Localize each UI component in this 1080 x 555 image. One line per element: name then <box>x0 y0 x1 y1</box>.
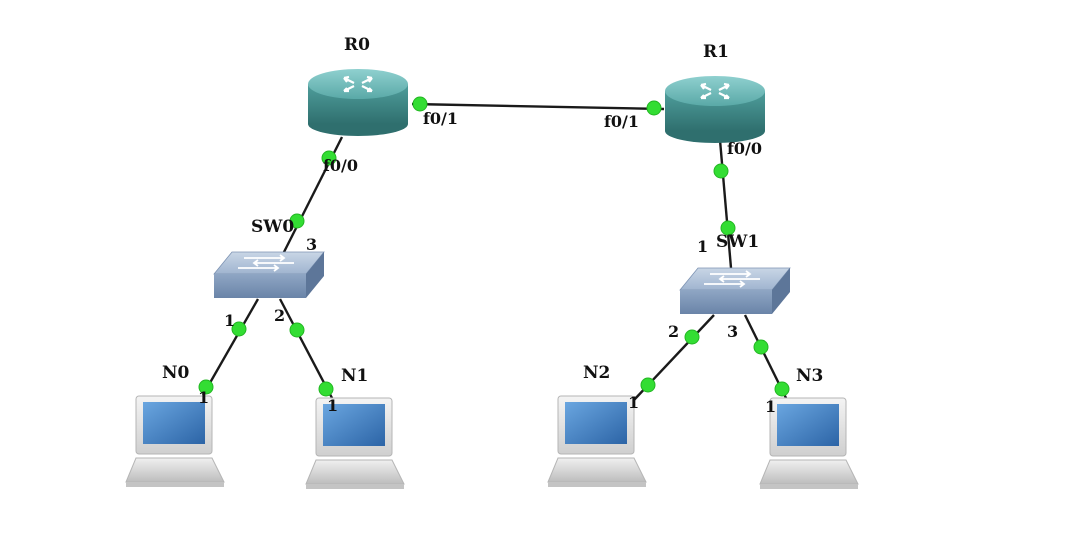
laptop-icon <box>305 397 405 489</box>
status-dot-r1-f0-1 <box>646 100 662 116</box>
switch-arrows-icon <box>704 270 760 288</box>
status-dot-r1-f0-0 <box>713 163 729 179</box>
port-label-r0-f0-0: f0/0 <box>323 156 358 175</box>
router-r1[interactable] <box>665 76 765 143</box>
port-label-sw1-2: 2 <box>668 322 679 341</box>
status-dot-sw0-3 <box>289 213 305 229</box>
host-label-n2: N2 <box>583 363 610 383</box>
switch-arrows-icon <box>238 254 294 272</box>
switch-sw1[interactable] <box>679 267 791 314</box>
router-label-r1: R1 <box>703 42 729 62</box>
port-label-r0-f0-1: f0/1 <box>423 109 458 128</box>
link-r0-r1[interactable] <box>411 102 665 111</box>
laptop-icon <box>759 397 859 489</box>
port-label-sw1-1: 1 <box>697 237 708 256</box>
host-label-n1: N1 <box>341 366 368 386</box>
link-status-indicators <box>198 96 790 397</box>
port-label-n0-1: 1 <box>198 388 209 407</box>
router-arrows-icon <box>700 82 730 100</box>
status-dot-r0-f0-1 <box>412 96 428 112</box>
status-dot-sw0-1 <box>231 321 247 337</box>
status-dot-n3-1 <box>774 381 790 397</box>
status-dot-n1-1 <box>318 381 334 397</box>
status-dot-r0-f0-0 <box>321 150 337 166</box>
status-dot-n2-1 <box>640 377 656 393</box>
host-label-n0: N0 <box>162 363 190 383</box>
port-label-r1-f0-0: f0/0 <box>727 139 762 158</box>
status-dot-sw1-3 <box>753 339 769 355</box>
host-n0[interactable] <box>125 395 225 487</box>
port-label-n2-1: 1 <box>628 393 639 412</box>
switch-label-sw0: SW0 <box>251 217 294 237</box>
status-dot-sw1-1 <box>720 220 736 236</box>
host-n3[interactable] <box>759 397 859 489</box>
laptop-icon <box>125 395 225 487</box>
link-sw0-n0[interactable] <box>201 298 260 396</box>
router-label-r0: R0 <box>344 35 370 55</box>
router-r0[interactable] <box>308 69 408 136</box>
port-label-sw0-2: 2 <box>274 306 285 325</box>
router-arrows-icon <box>343 75 373 93</box>
link-r1-sw1[interactable] <box>718 139 733 269</box>
link-sw0-n1[interactable] <box>278 298 334 399</box>
host-label-n3: N3 <box>796 366 823 386</box>
host-n1[interactable] <box>305 397 405 489</box>
status-dot-n0-1 <box>198 379 214 395</box>
switch-sw0[interactable] <box>213 251 325 298</box>
port-label-r1-f0-1: f0/1 <box>604 112 639 131</box>
port-label-sw0-1: 1 <box>224 311 235 330</box>
laptop-icon <box>547 395 647 487</box>
status-dot-sw1-2 <box>684 329 700 345</box>
switch-label-sw1: SW1 <box>716 232 759 252</box>
port-label-sw0-3: 3 <box>306 235 317 254</box>
status-dot-sw0-2 <box>289 322 305 338</box>
host-n2[interactable] <box>547 395 647 487</box>
port-label-n1-1: 1 <box>327 396 338 415</box>
port-label-sw1-3: 3 <box>727 322 738 341</box>
port-label-n3-1: 1 <box>765 397 776 416</box>
